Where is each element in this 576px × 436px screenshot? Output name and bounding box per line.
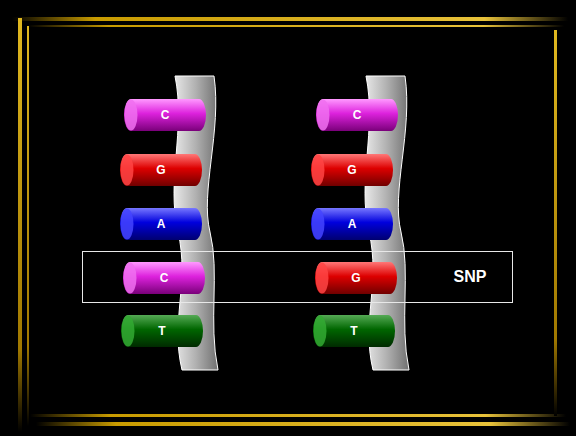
nucleotide-base: T [313, 315, 395, 347]
nucleotide-base: A [120, 208, 202, 240]
frame-line [28, 25, 564, 27]
cylinder-body [120, 208, 202, 240]
cylinder-face [316, 263, 329, 294]
cylinder-body [120, 154, 202, 186]
base-letter: C [160, 271, 169, 285]
cylinder-body [311, 208, 393, 240]
frame-line [30, 414, 566, 417]
frame-line [554, 30, 557, 416]
nucleotide-base: G [311, 154, 393, 186]
base-letter: A [348, 217, 357, 231]
frame-line [27, 26, 29, 426]
cylinder-face [317, 100, 330, 131]
cylinder-face [314, 316, 327, 347]
cylinder-face [122, 316, 135, 347]
cylinder-face [124, 263, 137, 294]
cylinder-body [316, 99, 398, 131]
cylinder-face [312, 209, 325, 240]
cylinder-body [311, 154, 393, 186]
base-letter: C [353, 108, 362, 122]
nucleotide-base: C [124, 99, 206, 131]
nucleotide-base: A [311, 208, 393, 240]
nucleotide-base: G [120, 154, 202, 186]
base-letter: T [158, 324, 165, 338]
base-letter: G [156, 163, 165, 177]
frame-line [12, 17, 568, 21]
cylinder-body [123, 262, 205, 294]
frame-line [36, 422, 570, 426]
cylinder-face [312, 155, 325, 186]
cylinder-face [121, 155, 134, 186]
nucleotide-base: G [315, 262, 397, 294]
cylinder-face [121, 209, 134, 240]
cylinder-body [315, 262, 397, 294]
nucleotide-base: C [123, 262, 205, 294]
base-letter: T [350, 324, 357, 338]
nucleotide-base: C [316, 99, 398, 131]
base-letter: A [157, 217, 166, 231]
base-letter: C [161, 108, 170, 122]
cylinder-face [125, 100, 138, 131]
gold-frame [12, 17, 570, 432]
nucleotide-base: T [121, 315, 203, 347]
cylinder-body [313, 315, 395, 347]
cylinder-body [124, 99, 206, 131]
base-letter: G [351, 271, 360, 285]
frame-line [18, 18, 22, 432]
snp-label: SNP [454, 268, 487, 286]
snp-box: SNP C G [82, 251, 513, 303]
cylinder-body [121, 315, 203, 347]
base-letter: G [347, 163, 356, 177]
